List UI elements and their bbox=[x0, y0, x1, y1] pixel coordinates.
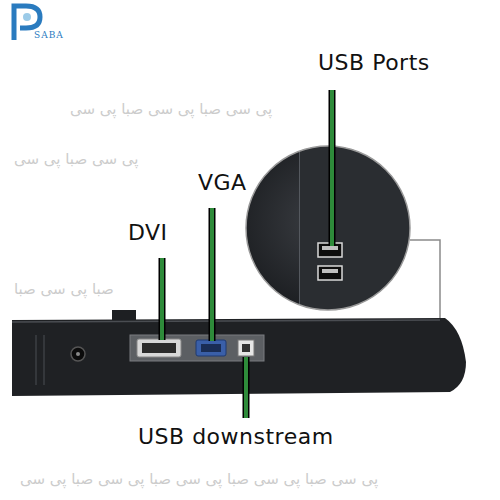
port-label: DVI bbox=[128, 220, 168, 245]
watermark: صبا پی سی صبا bbox=[14, 280, 114, 298]
port-label: USB downstream bbox=[138, 424, 334, 449]
watermark: پی سی صبا پی سی bbox=[14, 150, 138, 168]
port-label: VGA bbox=[198, 170, 247, 195]
port-label: USB Ports bbox=[318, 50, 430, 75]
watermark: پی سی صبا پی سی صبا پی سی bbox=[70, 100, 272, 118]
leader-lines bbox=[162, 90, 332, 418]
logo-text: SABA bbox=[34, 30, 64, 40]
monitor-body bbox=[12, 310, 466, 396]
zoom-ring bbox=[246, 146, 410, 310]
watermark: پی سی صبا پی سی صبا پی سی صبا پی سی صبا … bbox=[20, 470, 378, 488]
